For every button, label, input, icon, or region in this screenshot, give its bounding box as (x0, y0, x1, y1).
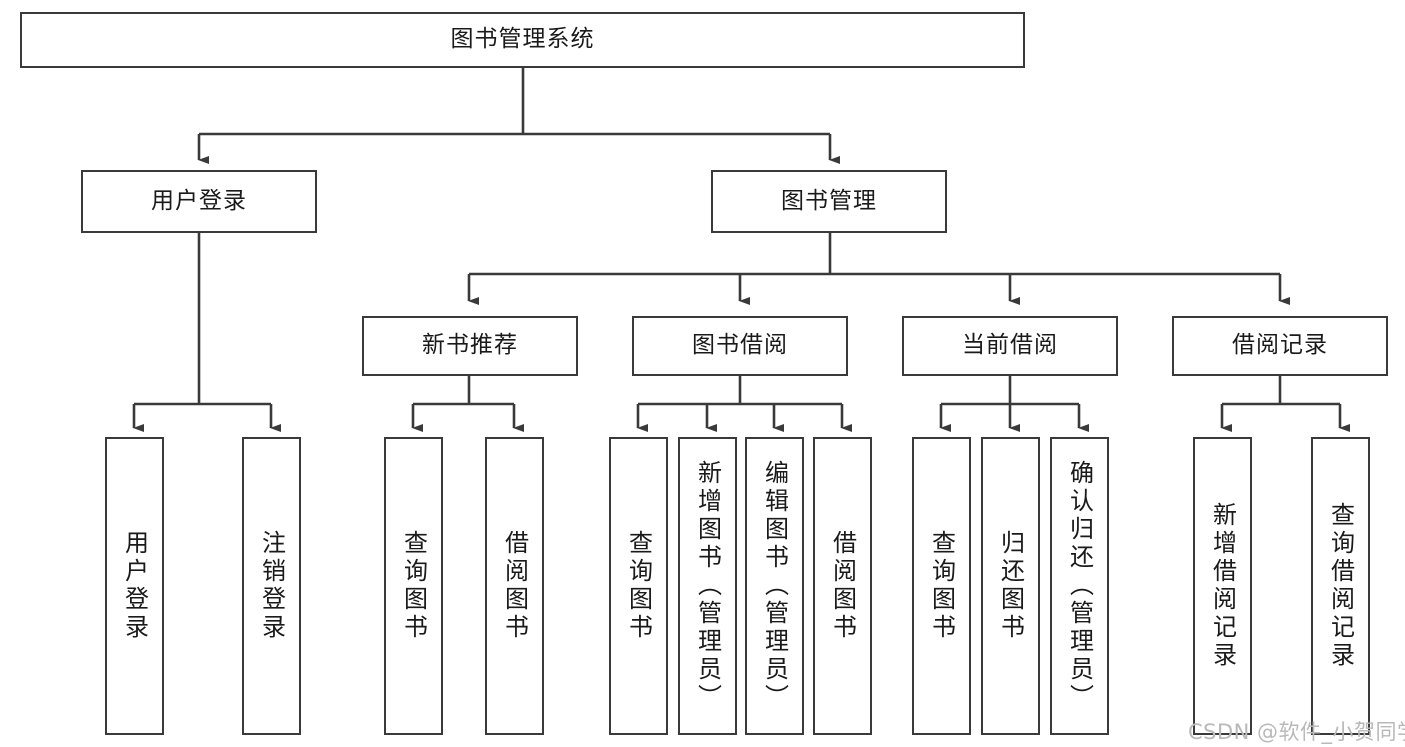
node-leaf-edit-book[interactable]: 编辑图书（管理员） (745, 437, 804, 735)
node-leaf-add-record-label: 新增借阅记录 (1208, 502, 1237, 670)
node-leaf-query-book-1[interactable]: 查询图书 (384, 437, 443, 735)
csdn-watermark: CSDN @软件_小贺同学 (1188, 720, 1405, 744)
node-new-book-rec-label: 新书推荐 (422, 332, 518, 359)
node-user-login-label: 用户登录 (151, 187, 247, 214)
node-book-manage[interactable]: 图书管理 (711, 170, 947, 233)
node-root[interactable]: 图书管理系统 (20, 12, 1025, 68)
node-leaf-query-book-2-label: 查询图书 (624, 530, 653, 642)
node-leaf-user-login-label: 用户登录 (120, 530, 149, 642)
node-leaf-query-book-1-label: 查询图书 (399, 530, 428, 642)
node-leaf-return-book-label: 归还图书 (996, 530, 1025, 642)
node-leaf-user-login[interactable]: 用户登录 (105, 437, 164, 735)
node-leaf-borrow-book-2[interactable]: 借阅图书 (813, 437, 872, 735)
node-borrow-record[interactable]: 借阅记录 (1172, 316, 1388, 376)
node-leaf-query-record-label: 查询借阅记录 (1326, 502, 1355, 670)
node-leaf-add-book-label: 新增图书（管理员） (693, 460, 722, 712)
node-leaf-add-book[interactable]: 新增图书（管理员） (678, 437, 737, 735)
node-leaf-logout-label: 注销登录 (257, 530, 286, 642)
node-leaf-query-book-3[interactable]: 查询图书 (912, 437, 971, 735)
node-leaf-borrow-book-2-label: 借阅图书 (828, 530, 857, 642)
node-leaf-edit-book-label: 编辑图书（管理员） (760, 460, 789, 712)
node-user-login[interactable]: 用户登录 (81, 170, 317, 233)
node-book-borrow[interactable]: 图书借阅 (632, 316, 848, 376)
node-leaf-query-book-3-label: 查询图书 (927, 530, 956, 642)
node-leaf-query-record[interactable]: 查询借阅记录 (1311, 437, 1370, 735)
node-new-book-rec[interactable]: 新书推荐 (362, 316, 578, 376)
node-leaf-add-record[interactable]: 新增借阅记录 (1193, 437, 1252, 735)
node-current-borrow-label: 当前借阅 (962, 332, 1058, 359)
node-leaf-logout[interactable]: 注销登录 (242, 437, 301, 735)
node-book-manage-label: 图书管理 (781, 187, 877, 214)
node-current-borrow[interactable]: 当前借阅 (902, 316, 1118, 376)
node-leaf-borrow-book-1-label: 借阅图书 (500, 530, 529, 642)
node-borrow-record-label: 借阅记录 (1232, 332, 1328, 359)
node-leaf-query-book-2[interactable]: 查询图书 (609, 437, 668, 735)
node-leaf-confirm-return[interactable]: 确认归还（管理员） (1050, 437, 1109, 735)
node-book-borrow-label: 图书借阅 (692, 332, 788, 359)
node-leaf-confirm-return-label: 确认归还（管理员） (1065, 460, 1094, 712)
node-root-label: 图书管理系统 (450, 26, 595, 53)
node-leaf-borrow-book-1[interactable]: 借阅图书 (485, 437, 544, 735)
node-leaf-return-book[interactable]: 归还图书 (981, 437, 1040, 735)
